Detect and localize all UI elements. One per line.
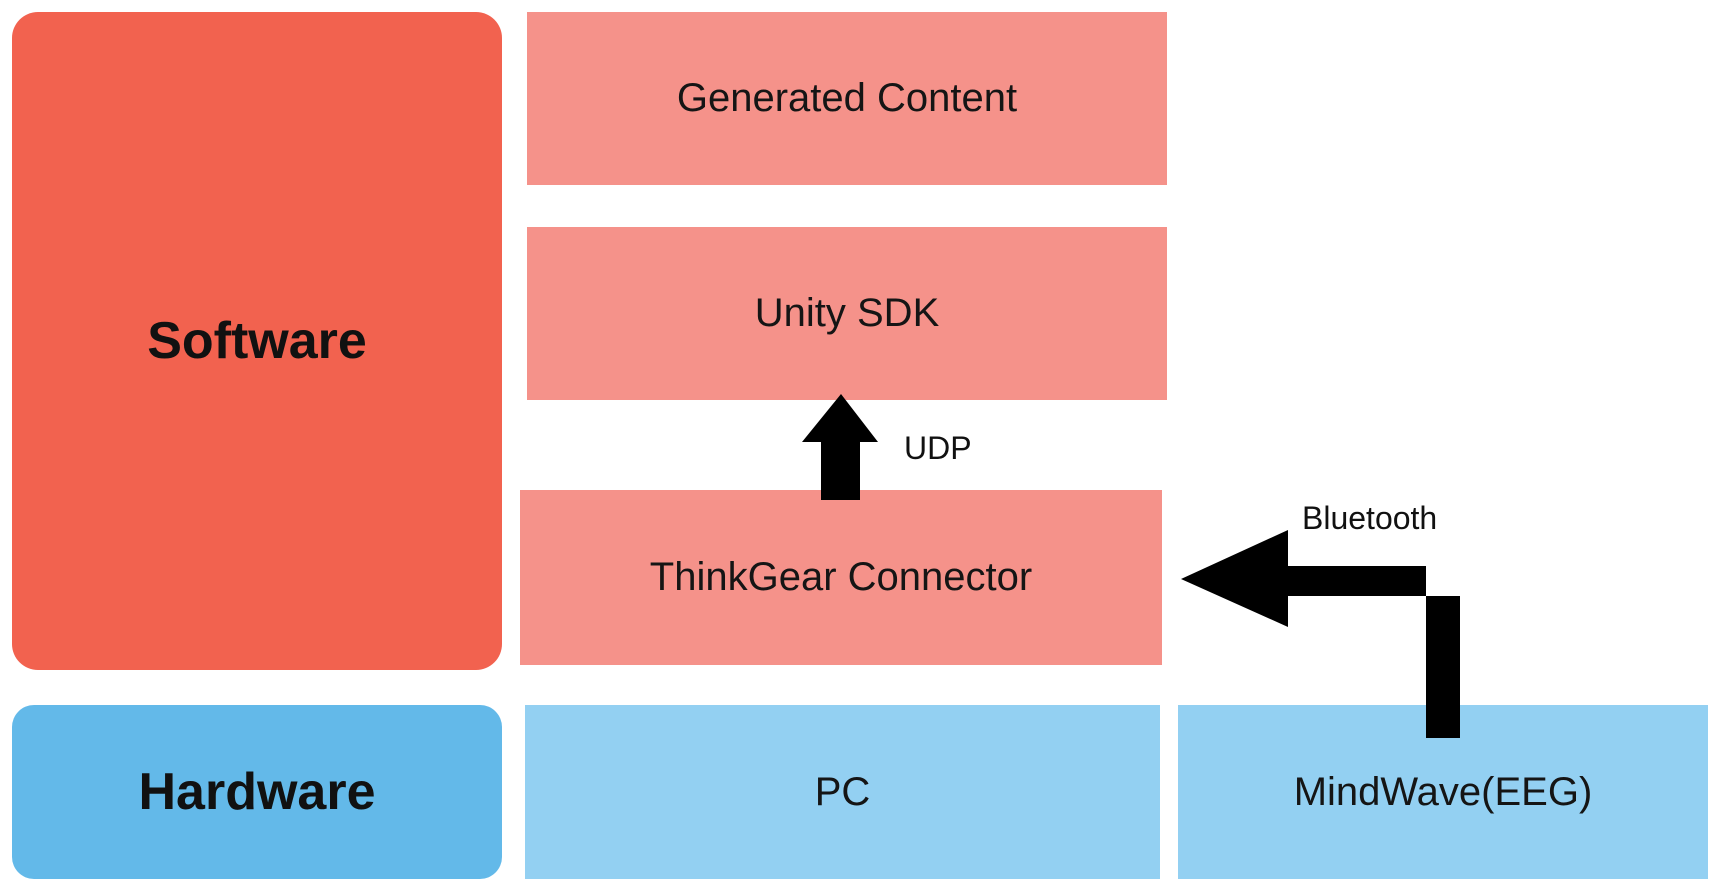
software-layer: Software xyxy=(12,12,502,670)
thinkgear-connector-box: ThinkGear Connector xyxy=(520,490,1162,665)
generated-content-label: Generated Content xyxy=(676,76,1018,120)
unity-sdk-box: Unity SDK xyxy=(527,227,1167,400)
hardware-layer-label: Hardware xyxy=(138,763,376,821)
pc-box: PC xyxy=(525,705,1160,879)
bluetooth-arrow xyxy=(1181,530,1460,738)
hardware-layer: Hardware xyxy=(12,705,502,879)
generated-content-box: Generated Content xyxy=(527,12,1167,185)
bluetooth-label: Bluetooth xyxy=(1302,500,1438,536)
mindwave-label: MindWave(EEG) xyxy=(1293,769,1593,814)
udp-arrow xyxy=(802,394,878,500)
software-layer-label: Software xyxy=(147,312,367,370)
udp-label: UDP xyxy=(904,430,972,466)
unity-sdk-label: Unity SDK xyxy=(754,291,940,335)
thinkgear-connector-label: ThinkGear Connector xyxy=(649,555,1033,599)
pc-label: PC xyxy=(814,769,871,814)
